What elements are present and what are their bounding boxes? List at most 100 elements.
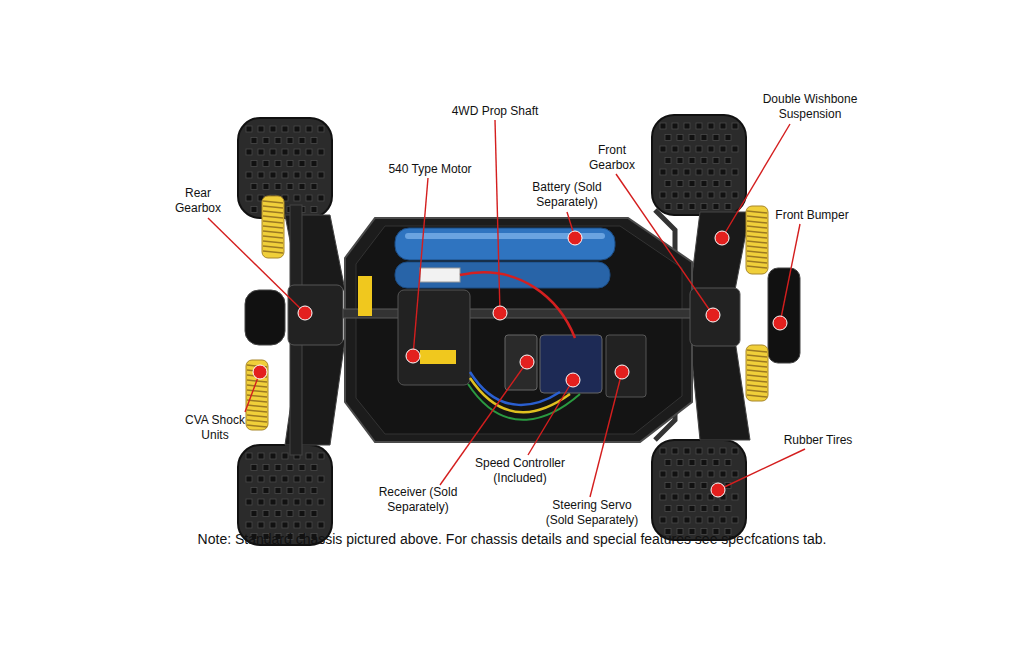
tire-stud — [294, 195, 300, 201]
leader-line — [616, 174, 713, 315]
shock-body — [746, 345, 768, 401]
tire-stud — [665, 483, 671, 489]
tire-stud — [732, 448, 738, 454]
part-label: Steering Servo (Sold Separately) — [537, 498, 647, 528]
part-label: Rear Gearbox — [168, 186, 228, 216]
shock-spring-coil — [263, 236, 283, 238]
tire-stud — [275, 488, 281, 494]
tire-stud — [708, 146, 714, 152]
rear-gearbox — [288, 285, 343, 345]
callout-dot — [520, 355, 534, 369]
tire-stud — [672, 448, 678, 454]
tire-stud — [684, 146, 690, 152]
tire-stud — [299, 488, 305, 494]
shock-spring-coil — [247, 425, 267, 427]
tire-stud — [713, 135, 719, 141]
tire-stud — [294, 476, 300, 482]
callout-dot — [406, 349, 420, 363]
tire-body — [238, 445, 332, 545]
tire-stud — [672, 123, 678, 129]
tire-stud — [684, 517, 690, 523]
tire-stud — [275, 184, 281, 190]
tire-stud — [270, 149, 276, 155]
front-lower-arm — [690, 340, 750, 440]
tire-stud — [306, 126, 312, 132]
tire-stud — [701, 204, 707, 210]
shock-spring-coil — [263, 246, 283, 248]
tire-stud — [311, 161, 317, 167]
tire-body — [652, 115, 746, 215]
tire-stud — [263, 488, 269, 494]
tire-stud — [708, 192, 714, 198]
tire-stud — [318, 453, 324, 459]
tire-stud — [677, 158, 683, 164]
tire-stud — [689, 483, 695, 489]
shock-spring-coil — [247, 390, 267, 392]
shock-spring-coil — [263, 226, 283, 228]
tire-stud — [672, 146, 678, 152]
tire-body — [238, 118, 332, 218]
tire-stud — [258, 149, 264, 155]
tire-stud — [246, 195, 252, 201]
tire-stud — [677, 204, 683, 210]
tire-stud — [689, 135, 695, 141]
tire-stud — [287, 488, 293, 494]
battery-pack — [395, 228, 615, 260]
shock-spring-coil — [247, 420, 267, 422]
tire-stud — [732, 494, 738, 500]
tire-stud — [713, 181, 719, 187]
part-label: Rubber Tires — [768, 433, 868, 448]
tire-stud — [732, 169, 738, 175]
tire-stud — [275, 138, 281, 144]
callout-dot — [711, 483, 725, 497]
tire-stud — [299, 161, 305, 167]
tire-stud — [684, 471, 690, 477]
tire-stud — [720, 471, 726, 477]
tire-stud — [689, 204, 695, 210]
leader-line — [718, 449, 805, 490]
tire-stud — [294, 126, 300, 132]
tire-stud — [299, 511, 305, 517]
tire-stud — [311, 488, 317, 494]
tire-stud — [306, 499, 312, 505]
tire-stud — [251, 161, 257, 167]
tire-stud — [318, 195, 324, 201]
tire-stud — [282, 476, 288, 482]
tire-stud — [665, 204, 671, 210]
tire-stud — [677, 506, 683, 512]
part-label: Front Gearbox — [582, 143, 642, 173]
leader-line — [413, 178, 428, 356]
tire-stud — [275, 511, 281, 517]
shock-body — [246, 360, 268, 430]
tire-stud — [672, 169, 678, 175]
tire-stud — [318, 499, 324, 505]
callout-dot — [566, 373, 580, 387]
motor-can — [398, 290, 470, 385]
tire-stud — [282, 499, 288, 505]
leader-line — [208, 218, 305, 313]
tire-stud — [672, 517, 678, 523]
callout-dot — [773, 316, 787, 330]
leader-lines — [208, 120, 805, 497]
tire-stud — [672, 494, 678, 500]
tire-stud — [294, 149, 300, 155]
tire-stud — [720, 448, 726, 454]
tire-stud — [270, 476, 276, 482]
tire-stud — [299, 465, 305, 471]
tire-stud — [732, 192, 738, 198]
leader-line — [528, 380, 573, 455]
leader-line — [590, 372, 622, 497]
tire-stud — [732, 471, 738, 477]
shock-spring-coil — [747, 231, 767, 233]
tire-stud — [246, 453, 252, 459]
tire-stud — [294, 172, 300, 178]
tire-stud — [306, 453, 312, 459]
tire-stud — [282, 453, 288, 459]
tire-stud — [251, 465, 257, 471]
tire-stud — [713, 460, 719, 466]
tire-stud — [246, 149, 252, 155]
tire-stud — [684, 169, 690, 175]
tire-stud — [689, 158, 695, 164]
power-wire — [460, 272, 575, 338]
tire-stud — [696, 494, 702, 500]
